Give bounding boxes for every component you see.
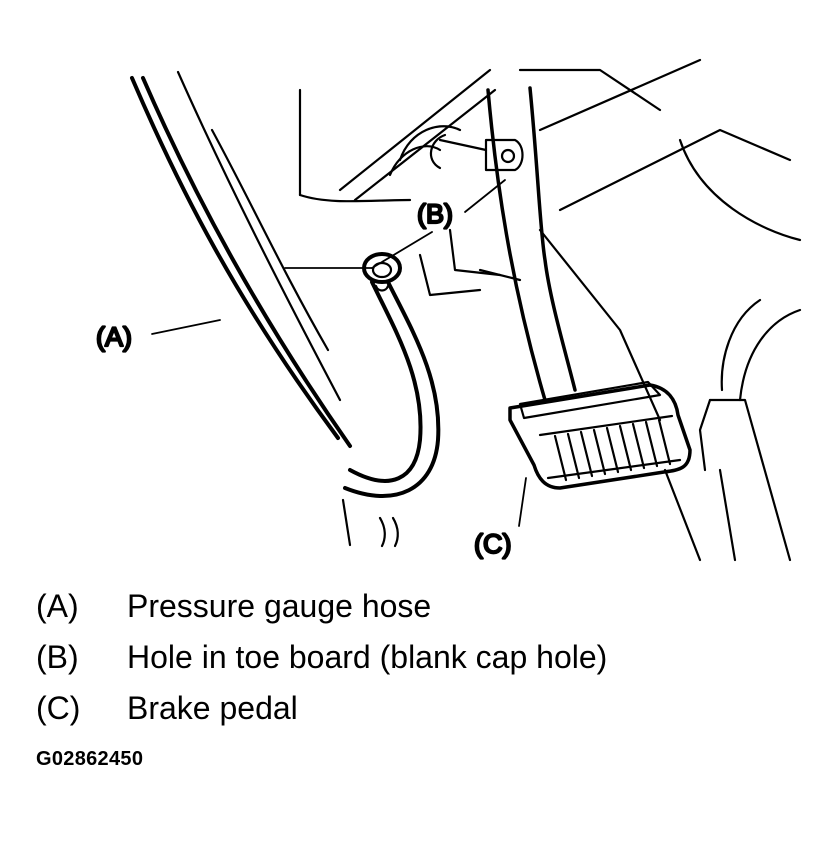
side-panel-outline xyxy=(130,70,399,548)
callout-b: (B) xyxy=(417,199,453,229)
legend-text: Hole in toe board (blank cap hole) xyxy=(127,639,608,675)
pressure-gauge-hose xyxy=(343,280,441,498)
legend-text: Brake pedal xyxy=(127,690,298,726)
legend: (A) Pressure gauge hose (B) Hole in toe … xyxy=(36,584,816,737)
brake-pedal-pad xyxy=(508,380,692,490)
callout-a: (A) xyxy=(96,322,132,352)
firewall-structure xyxy=(298,58,802,562)
brake-pedal-illustration: (A) (B) (C) xyxy=(95,58,802,562)
legend-key: (B) xyxy=(36,639,79,675)
figure-id: G02862450 xyxy=(36,748,144,770)
legend-row: (B) Hole in toe board (blank cap hole) xyxy=(36,635,816,686)
leader-lines xyxy=(151,179,527,527)
brake-pedal-arm xyxy=(429,86,577,402)
legend-key: (A) xyxy=(36,588,79,624)
callout-c: (C) xyxy=(474,529,511,559)
legend-text: Pressure gauge hose xyxy=(127,588,432,624)
legend-key: (C) xyxy=(36,690,81,726)
legend-row: (A) Pressure gauge hose xyxy=(36,584,816,635)
legend-row: (C) Brake pedal xyxy=(36,686,816,737)
